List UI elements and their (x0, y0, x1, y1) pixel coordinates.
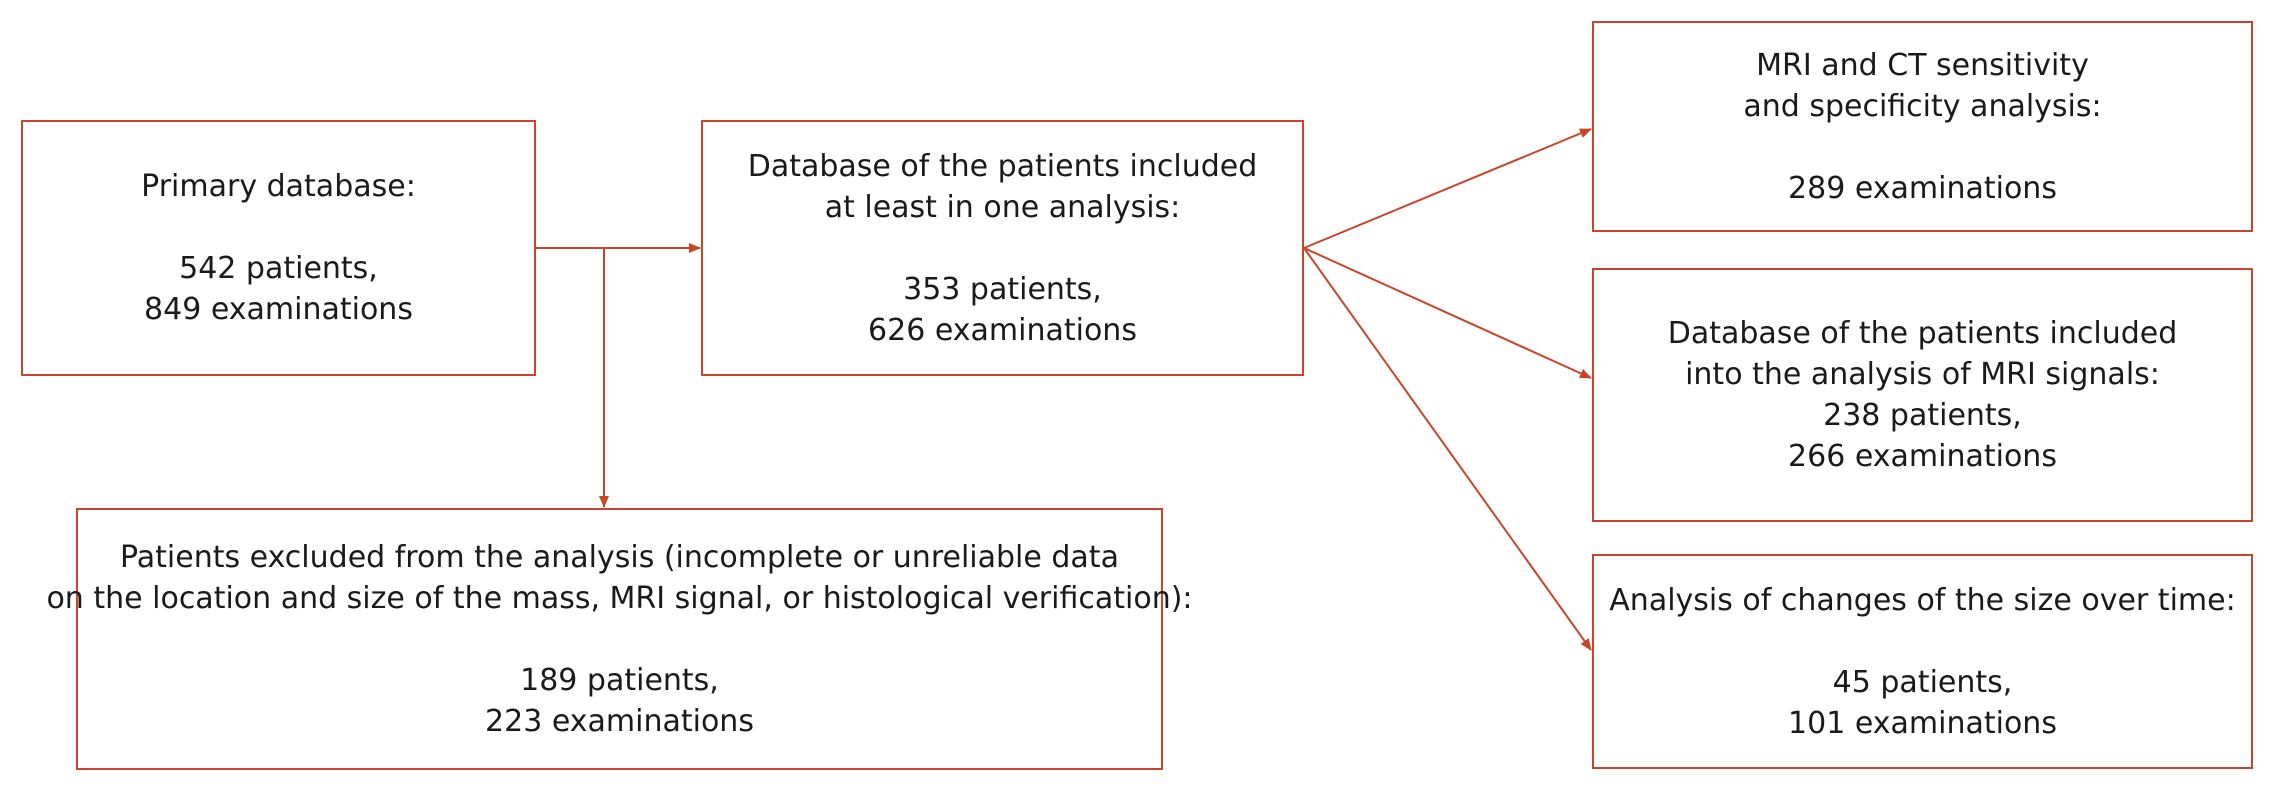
primary-patients: 542 patients, (179, 251, 378, 286)
mri-ct-title-line1: MRI and CT sensitivity (1756, 47, 2089, 83)
included-examinations: 626 examinations (868, 312, 1137, 348)
excluded-title-line1: Patients excluded from the analysis (inc… (120, 539, 1119, 575)
mri-signals-examinations: 266 examinations (1788, 439, 2057, 474)
mri-ct-title-line2: and specificity analysis: (1743, 88, 2102, 124)
arrow-included-to-mri-ct (1303, 128, 1592, 249)
arrow-included-to-mri-signals (1303, 247, 1592, 379)
primary-examinations: 849 examinations (144, 292, 413, 327)
primary-database-box: Primary database: 542 patients, 849 exam… (21, 120, 536, 376)
mri-signals-title-line1: Database of the patients included (1667, 316, 2178, 351)
mri-ct-analysis-box: MRI and CT sensitivity and specificity a… (1592, 21, 2253, 232)
included-title-line2: at least in one analysis: (824, 189, 1181, 225)
included-database-box: Database of the patients included at lea… (701, 120, 1304, 376)
excluded-examinations: 223 examinations (485, 703, 754, 739)
mri-ct-examinations: 289 examinations (1788, 170, 2057, 206)
mri-signals-patients: 238 patients, (1823, 398, 2022, 433)
mri-signals-title-line2: into the analysis of MRI signals: (1685, 357, 2160, 392)
size-changes-examinations: 101 examinations (1788, 705, 2057, 741)
excluded-patients: 189 patients, (520, 662, 719, 698)
mri-signals-box: Database of the patients included into t… (1592, 268, 2253, 522)
included-title-line1: Database of the patients included (747, 148, 1258, 184)
primary-title: Primary database: (141, 169, 416, 204)
size-changes-title: Analysis of changes of the size over tim… (1609, 582, 2236, 618)
included-patients: 353 patients, (903, 271, 1102, 307)
arrow-included-to-size-changes (1303, 247, 1592, 651)
excluded-patients-box: Patients excluded from the analysis (inc… (46, 508, 1193, 770)
size-changes-box: Analysis of changes of the size over tim… (1592, 554, 2253, 769)
excluded-title-line2: on the location and size of the mass, MR… (46, 580, 1193, 616)
size-changes-patients: 45 patients, (1832, 664, 2013, 700)
